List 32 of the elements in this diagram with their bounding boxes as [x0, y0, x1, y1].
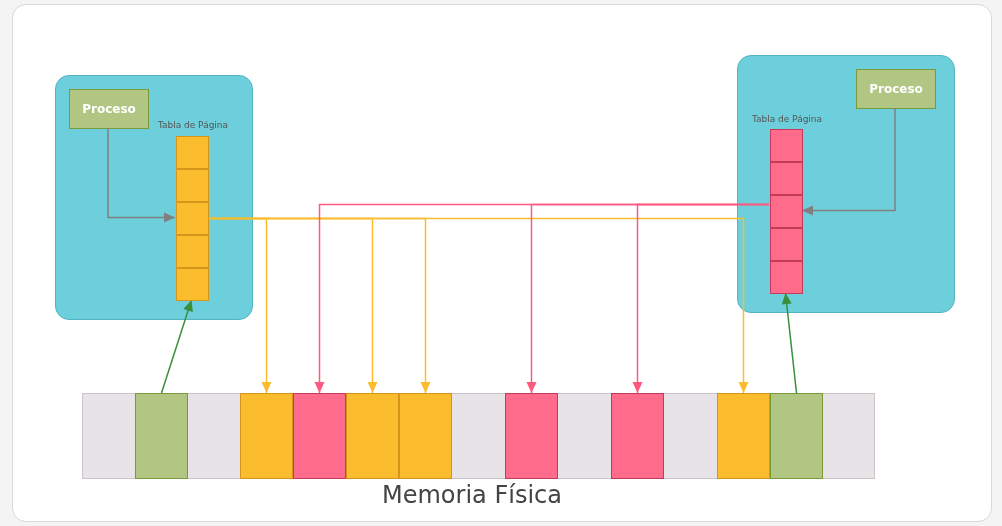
- process-panel: [737, 55, 955, 313]
- memory-frame: [505, 393, 558, 479]
- memory-frame: [399, 393, 452, 479]
- page-table-entry: [176, 235, 209, 268]
- memory-frame: [346, 393, 399, 479]
- page-table-entry: [770, 162, 803, 195]
- process-box: Proceso: [856, 69, 936, 109]
- page-table-entry: [176, 169, 209, 202]
- memory-frame: [717, 393, 770, 479]
- arrow: [801, 107, 896, 216]
- arrow: [632, 203, 770, 394]
- page-table-entry: [770, 129, 803, 162]
- page-table-entry: [176, 202, 209, 235]
- process-panel: [55, 75, 253, 320]
- table-heading: Tabla de Página: [156, 120, 230, 130]
- memory-frame: [611, 393, 664, 479]
- memory-frame: [770, 393, 823, 479]
- page-table-entry: [770, 228, 803, 261]
- page-table-entry: [770, 195, 803, 228]
- process-box: Proceso: [69, 89, 149, 129]
- arrow: [107, 127, 176, 223]
- memory-title: Memoria Física: [381, 481, 563, 509]
- table-heading: Tabla de Página: [750, 114, 824, 124]
- page-table-entry: [770, 261, 803, 294]
- arrow: [160, 299, 193, 394]
- page-table-entry: [176, 268, 209, 301]
- arrow: [781, 292, 798, 394]
- memory-frame: [135, 393, 188, 479]
- arrow: [207, 217, 749, 394]
- memory-frame: [293, 393, 346, 479]
- page-table-entry: [176, 136, 209, 169]
- memory-frame: [240, 393, 293, 479]
